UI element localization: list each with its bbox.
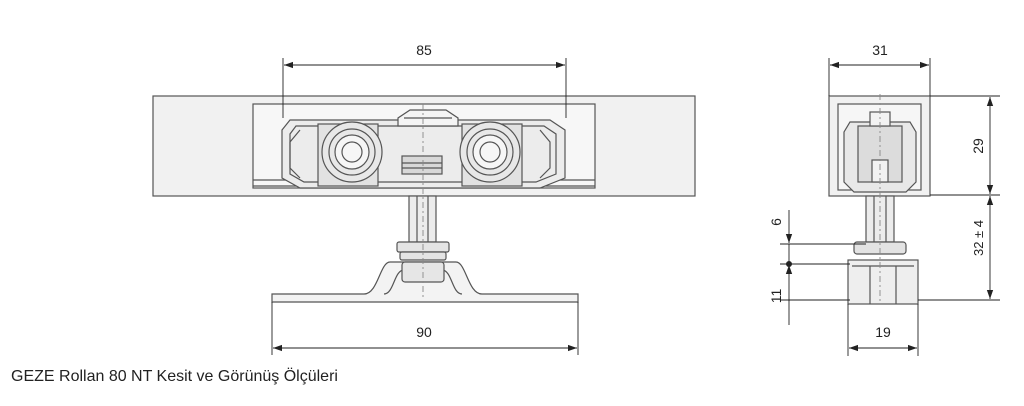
dim-32 (918, 196, 1000, 301)
side-plate (847, 259, 919, 305)
dim-85 (282, 58, 567, 118)
dim-19-label: 19 (875, 324, 891, 340)
dim-90-label: 90 (416, 324, 432, 340)
dim-19 (847, 304, 919, 356)
suspension-bolt (408, 195, 437, 243)
side-view (828, 95, 931, 305)
datum-dot (786, 261, 792, 267)
figure-caption: GEZE Rollan 80 NT Kesit ve Görünüş Ölçül… (11, 368, 338, 385)
technical-drawing: 85 90 31 29 (152, 42, 1000, 356)
front-view (152, 95, 696, 303)
dim-29-label: 29 (970, 138, 986, 154)
dim-31-label: 31 (872, 42, 888, 58)
dim-6-label: 6 (768, 218, 784, 226)
dim-31 (828, 58, 931, 96)
dim-85-label: 85 (416, 42, 432, 58)
dim-11-label: 11 (768, 289, 784, 304)
dim-90 (271, 302, 579, 355)
center-slot (401, 155, 443, 175)
dim-29 (930, 95, 1000, 196)
dim-32-label: 32 ± 4 (971, 220, 986, 256)
right-wheel (459, 121, 523, 187)
left-wheel (317, 121, 383, 187)
